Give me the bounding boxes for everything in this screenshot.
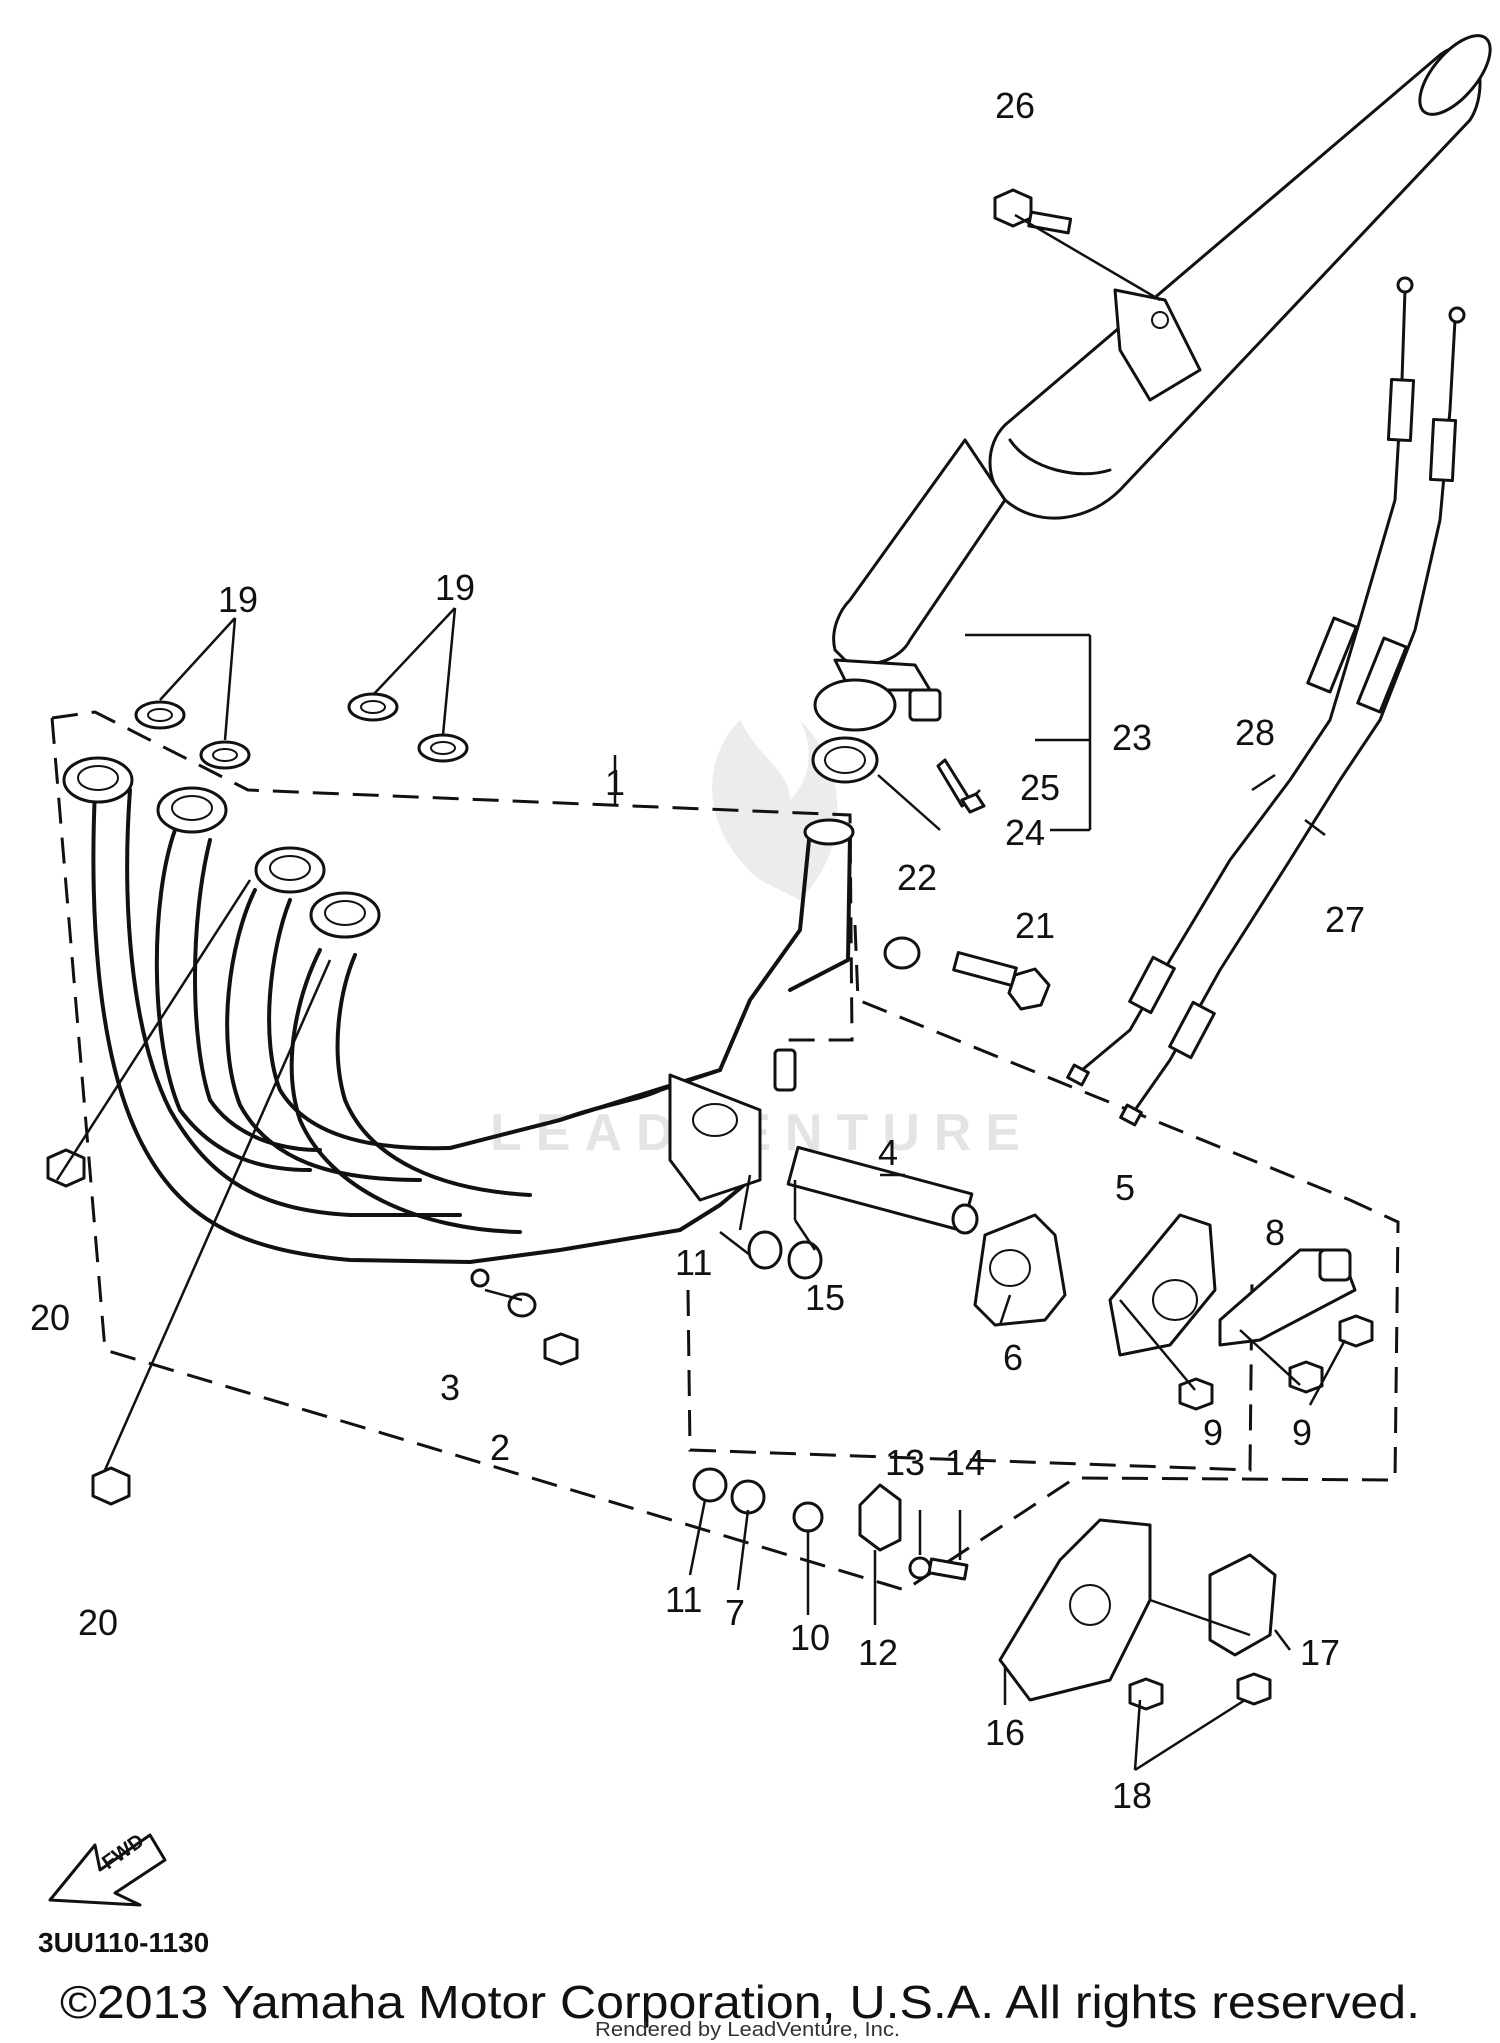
bolt-9a (1178, 1377, 1214, 1411)
gasket-19d (417, 733, 469, 763)
callout-20a: 20 (30, 1297, 70, 1338)
callout-12: 12 (858, 1632, 898, 1673)
callout-2: 2 (490, 1427, 510, 1468)
header-flange-4 (309, 891, 381, 939)
callout-26: 26 (995, 85, 1035, 126)
callout-27: 27 (1325, 899, 1365, 940)
callout-17: 17 (1300, 1632, 1340, 1673)
bolt-14 (927, 1557, 969, 1581)
callout-18: 18 (1112, 1775, 1152, 1816)
exhaust-header-assembly (62, 756, 855, 1288)
bushing-7 (730, 1479, 766, 1515)
callout-24: 24 (1005, 812, 1045, 853)
assembly-boundaries (50, 710, 1400, 1592)
bolt-2 (543, 1332, 579, 1366)
callout-7: 7 (725, 1592, 745, 1633)
washer-22 (883, 936, 921, 970)
leader-lines (55, 213, 1347, 1772)
copyright-notice: ©2013 Yamaha Motor Corporation, U.S.A. A… (60, 1976, 1420, 2028)
callout-4: 4 (878, 1132, 898, 1173)
bolt-9c (1338, 1314, 1374, 1348)
forward-direction-arrow: FWD (48, 1830, 167, 1907)
bolt-18b (1236, 1672, 1272, 1706)
callout-8: 8 (1265, 1212, 1285, 1253)
callout-16: 16 (985, 1712, 1025, 1753)
callout-9b: 9 (1292, 1412, 1312, 1453)
callout-21: 21 (1015, 905, 1055, 946)
cap-17 (1208, 1553, 1277, 1657)
callout-19a: 19 (218, 579, 258, 620)
header-flange-1 (62, 756, 134, 804)
cover-16 (998, 1518, 1152, 1702)
callout-15: 15 (805, 1277, 845, 1318)
pulley-12 (858, 1483, 902, 1552)
callout-19b: 19 (435, 567, 475, 608)
callout-14: 14 (945, 1442, 985, 1483)
gasket-19a (134, 700, 186, 730)
bushing-11a (747, 1230, 783, 1270)
bushing-11b (692, 1467, 728, 1503)
gasket-19b (199, 740, 251, 770)
callout-3: 3 (440, 1367, 460, 1408)
callout-5: 5 (1115, 1167, 1135, 1208)
header-flange-3 (254, 846, 326, 894)
collar-15 (787, 1240, 823, 1280)
watermark-text: LEADVENTURE (490, 1104, 1034, 1162)
pipe-clamp (813, 678, 897, 732)
callout-10: 10 (790, 1617, 830, 1658)
callout-23: 23 (1112, 717, 1152, 758)
callout-11b: 11 (665, 1579, 702, 1620)
callout-6: 6 (1003, 1337, 1023, 1378)
callout-11a: 11 (675, 1242, 712, 1283)
callout-13: 13 (885, 1442, 925, 1483)
small-parts (46, 188, 1374, 1711)
plate-5 (1108, 1213, 1217, 1357)
nut-20b (91, 1466, 131, 1506)
exhaust-gasket-ring (811, 736, 879, 784)
bolt-9b (1288, 1360, 1324, 1394)
bolt-18a (1128, 1677, 1164, 1711)
muffler-assembly (811, 34, 1492, 814)
washer-13 (908, 1556, 932, 1580)
callout-20b: 20 (78, 1602, 118, 1643)
gasket-6 (973, 1213, 1067, 1327)
washer-10 (792, 1501, 824, 1533)
callout-22: 22 (897, 857, 937, 898)
callout-28: 28 (1235, 712, 1275, 753)
fwd-arrow-icon (48, 1833, 167, 1907)
callout-labels: 1 2 3 4 5 6 7 8 9 9 10 11 11 12 13 14 15… (30, 85, 1365, 1816)
callout-1: 1 (605, 762, 625, 803)
rendered-by-notice: Rendered by LeadVenture, Inc. (595, 2019, 900, 2041)
bolt-21 (952, 951, 1018, 987)
header-flange-2 (156, 786, 228, 834)
callout-25: 25 (1020, 767, 1060, 808)
gasket-19c (347, 692, 399, 722)
control-cables (1066, 276, 1466, 1127)
diagram-code: 3UU110-1130 (38, 1927, 209, 1958)
callout-9a: 9 (1203, 1412, 1223, 1453)
